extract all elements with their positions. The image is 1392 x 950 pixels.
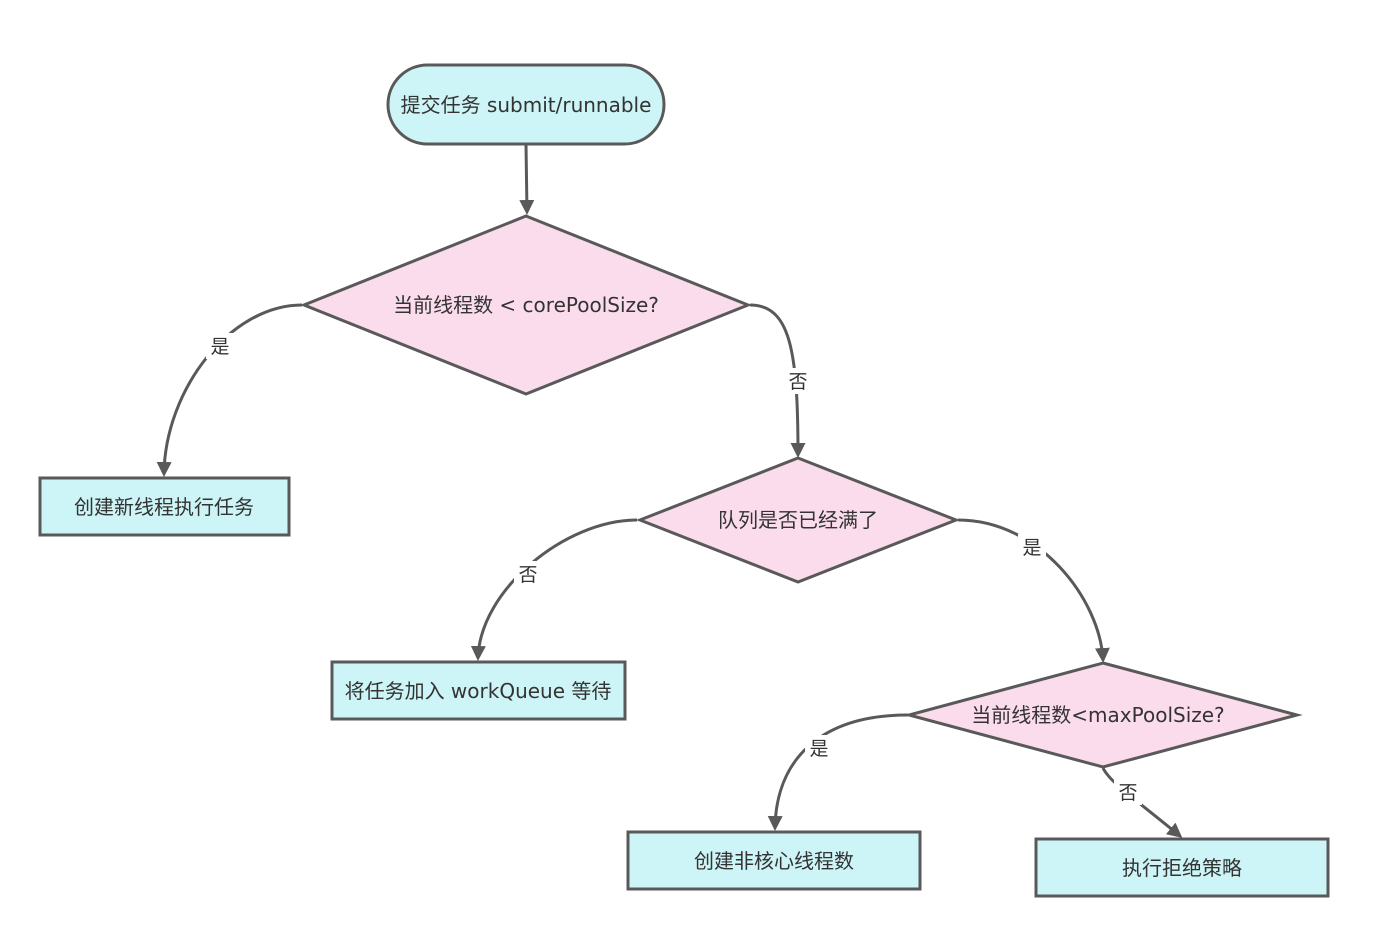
edge-start-to-core-check — [519, 144, 535, 215]
svg-text:否: 否 — [518, 564, 537, 586]
decision-max-pool: 当前线程数<maxPoolSize? — [903, 661, 1303, 769]
svg-text:队列是否已经满了: 队列是否已经满了 — [718, 508, 878, 532]
edge-queue-no — [470, 518, 638, 661]
edge-label-max-no: 否 — [1114, 779, 1142, 805]
edge-core-no — [749, 303, 806, 458]
edge-label-core-yes: 是 — [206, 333, 234, 359]
svg-text:当前线程数 < corePoolSize?: 当前线程数 < corePoolSize? — [393, 293, 659, 317]
svg-text:创建新线程执行任务: 创建新线程执行任务 — [74, 495, 254, 519]
svg-text:是: 是 — [1022, 537, 1041, 559]
edge-label-max-yes: 是 — [805, 735, 833, 761]
start-terminal: 提交任务 submit/runnable — [386, 63, 666, 146]
svg-text:执行拒绝策略: 执行拒绝策略 — [1122, 856, 1242, 880]
decision-core-pool: 当前线程数 < corePoolSize? — [299, 214, 753, 396]
edge-queue-yes — [957, 518, 1110, 663]
svg-text:是: 是 — [809, 738, 828, 760]
svg-text:否: 否 — [788, 371, 807, 393]
decision-queue-full: 队列是否已经满了 — [635, 456, 961, 584]
edge-label-queue-no: 否 — [514, 561, 542, 587]
svg-text:否: 否 — [1118, 782, 1137, 804]
svg-text:是: 是 — [210, 336, 229, 358]
svg-text:当前线程数<maxPoolSize?: 当前线程数<maxPoolSize? — [971, 703, 1224, 727]
edge-label-queue-yes: 是 — [1018, 534, 1046, 560]
svg-text:将任务加入 workQueue 等待: 将任务加入 workQueue 等待 — [345, 679, 612, 703]
edge-max-yes — [767, 713, 909, 831]
process-reject: 执行拒绝策略 — [1034, 837, 1330, 898]
edge-core-yes — [156, 303, 303, 477]
svg-text:提交任务 submit/runnable: 提交任务 submit/runnable — [401, 93, 652, 117]
process-create-thread: 创建新线程执行任务 — [38, 476, 291, 537]
edge-label-core-no: 否 — [784, 368, 812, 394]
process-enqueue: 将任务加入 workQueue 等待 — [330, 660, 627, 721]
svg-text:创建非核心线程数: 创建非核心线程数 — [694, 849, 854, 873]
process-create-noncore: 创建非核心线程数 — [626, 830, 922, 891]
